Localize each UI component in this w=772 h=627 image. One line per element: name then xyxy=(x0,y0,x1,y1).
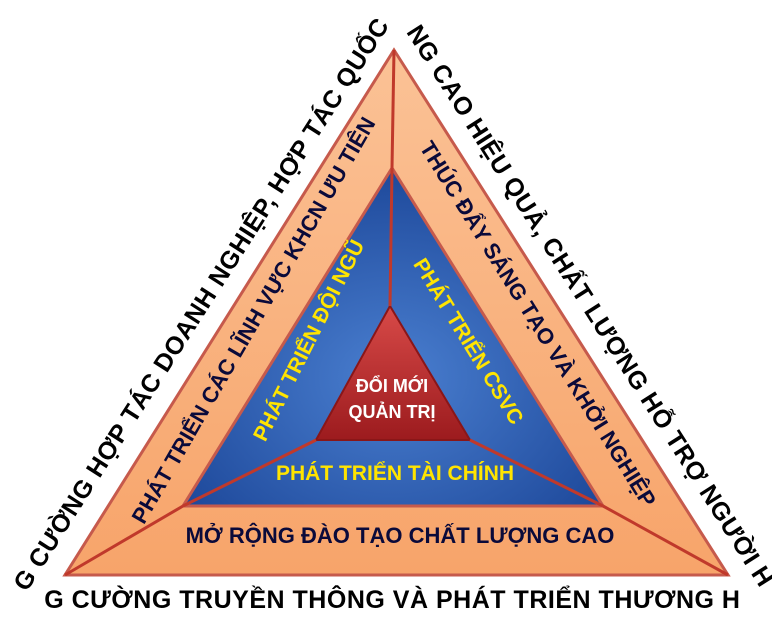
core-label-line1: ĐỔI MỚI xyxy=(356,375,428,396)
blue-bottom-label: PHÁT TRIỂN TÀI CHÍNH xyxy=(276,462,514,485)
core-label-line2: QUẢN TRỊ xyxy=(349,401,436,422)
divider-lines xyxy=(64,49,729,577)
orange-bottom-label: MỞ RỘNG ĐÀO TẠO CHẤT LƯỢNG CAO xyxy=(186,523,615,548)
core-red-triangle xyxy=(314,303,472,441)
